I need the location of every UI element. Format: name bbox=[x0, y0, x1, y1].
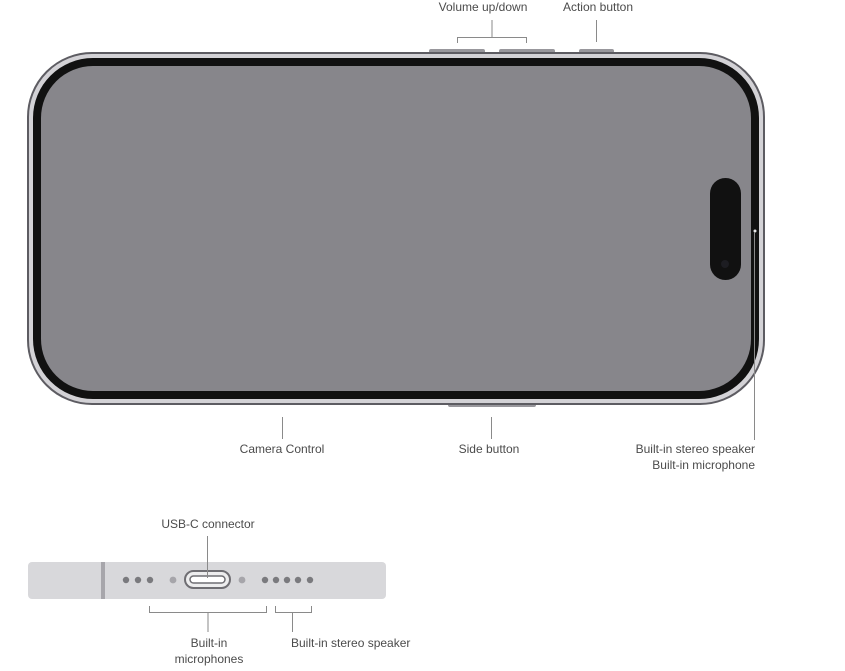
mics-bottom-leader bbox=[149, 606, 267, 632]
mics-bottom-label-line1: Built-in bbox=[190, 636, 228, 650]
speaker-bottom-leader bbox=[275, 606, 312, 632]
speaker-top-label: Built-in stereo speaker bbox=[635, 442, 755, 456]
microphone-top-label: Built-in microphone bbox=[652, 458, 755, 472]
side-button-label: Side button bbox=[458, 442, 520, 456]
mics-bottom-label-line2: microphones bbox=[174, 652, 244, 666]
microphone-hole-small-right bbox=[238, 576, 246, 584]
front-camera-icon bbox=[721, 260, 729, 268]
phone-screen bbox=[41, 66, 751, 391]
port-strip-seam bbox=[101, 562, 105, 599]
dynamic-island bbox=[710, 178, 741, 280]
microphone-holes-left bbox=[122, 576, 154, 584]
microphone-hole-small-left bbox=[169, 576, 177, 584]
volume-label: Volume up/down bbox=[438, 0, 528, 14]
volume-leader bbox=[457, 20, 527, 43]
usb-c-label: USB-C connector bbox=[161, 517, 255, 531]
action-button-label: Action button bbox=[562, 0, 634, 14]
earpiece-dot bbox=[753, 229, 757, 233]
camera-control-label: Camera Control bbox=[239, 442, 325, 456]
speaker-holes-right bbox=[261, 576, 314, 584]
speaker-bottom-label: Built-in stereo speaker bbox=[291, 636, 411, 650]
